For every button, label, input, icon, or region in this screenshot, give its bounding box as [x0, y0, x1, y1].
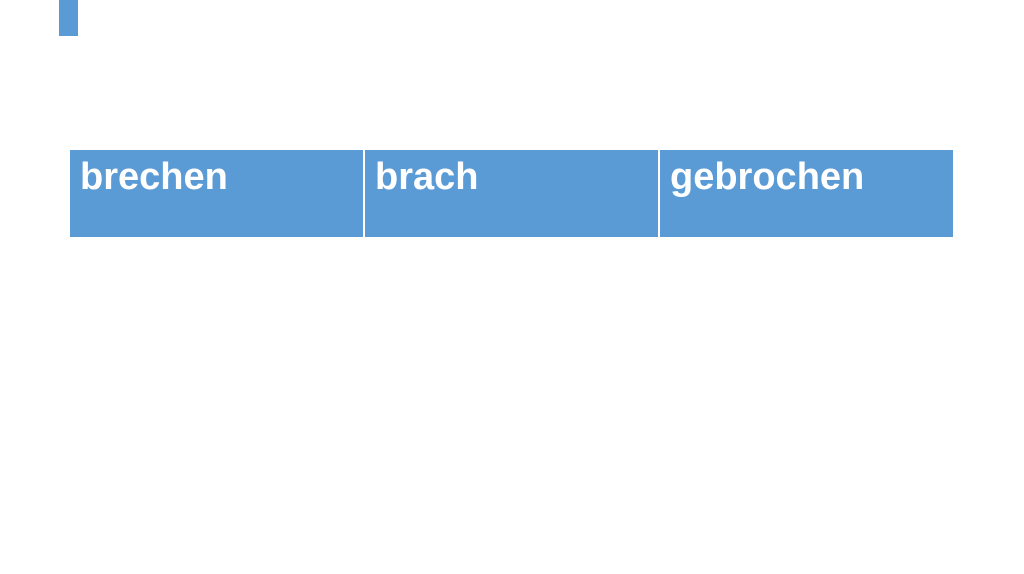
- table-cell-past-participle: gebrochen: [660, 150, 953, 237]
- table-cell-preterite: brach: [365, 150, 658, 237]
- table-cell-infinitive: brechen: [70, 150, 363, 237]
- verb-conjugation-table: brechen brach gebrochen: [70, 150, 953, 237]
- slide-accent-bar: [59, 0, 78, 36]
